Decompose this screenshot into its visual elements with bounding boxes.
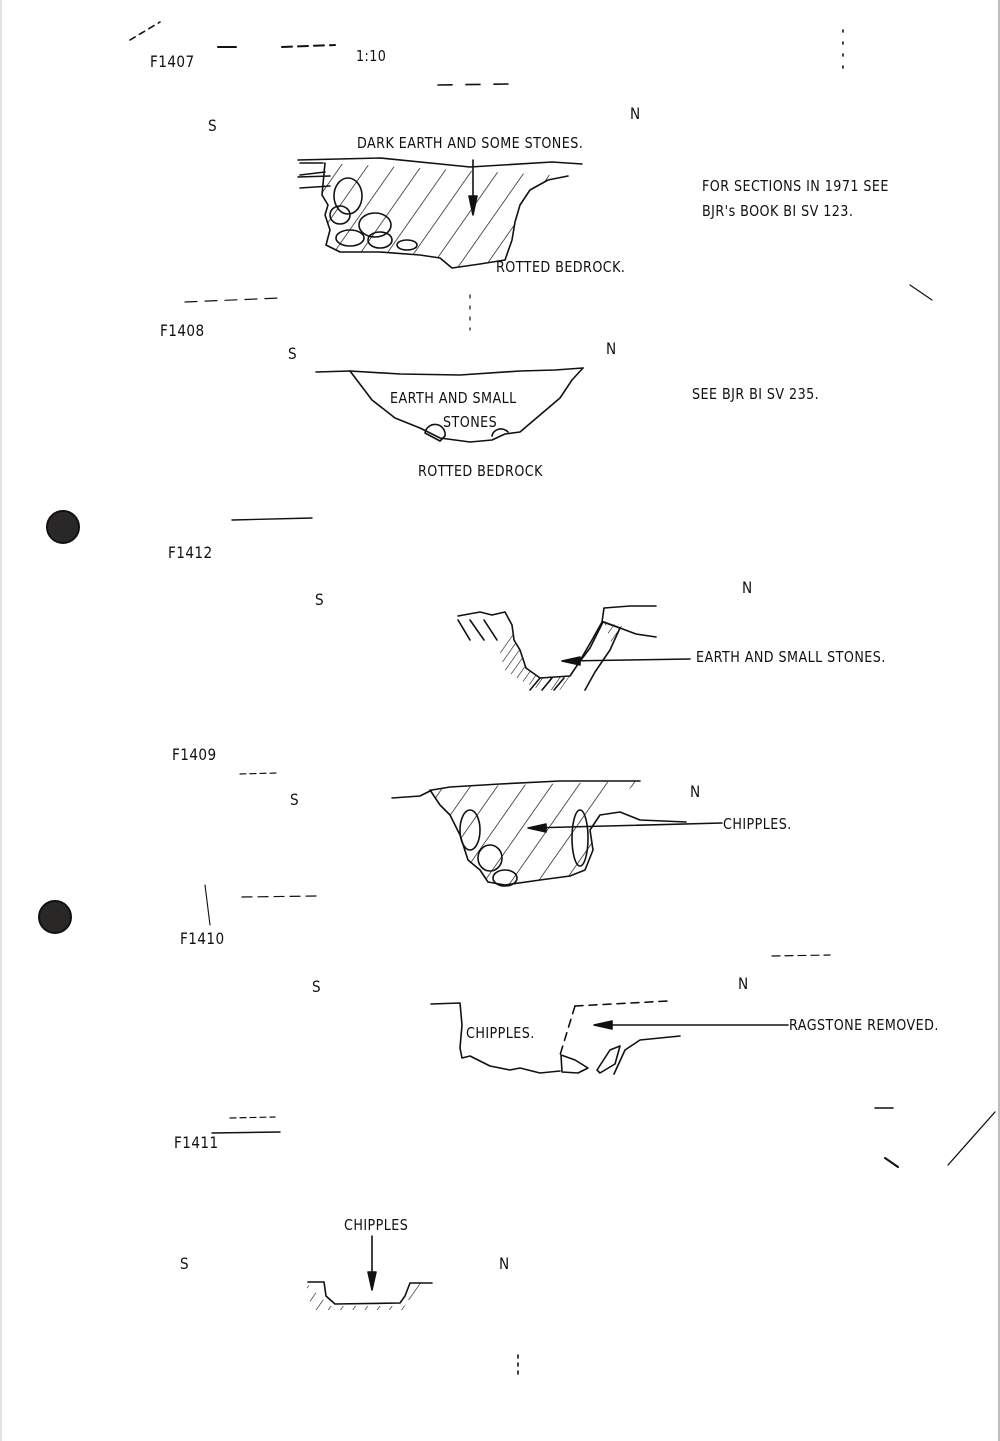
punch-hole-top <box>46 510 80 544</box>
orientation-south: S <box>288 344 298 363</box>
scan-edge-right <box>998 0 1000 1441</box>
base-label: ROTTED BEDROCK. <box>496 258 626 276</box>
section-id-f1411: F1411 <box>174 1133 219 1152</box>
fill-label: CHIPPLES <box>344 1216 409 1234</box>
orientation-north: N <box>742 578 753 597</box>
fill-label: CHIPPLES. <box>723 815 792 833</box>
inner-label: CHIPPLES. <box>466 1024 535 1042</box>
orientation-south: S <box>208 116 218 135</box>
section-id-f1407: F1407 <box>150 52 195 71</box>
section-id-f1412: F1412 <box>168 543 213 562</box>
orientation-north: N <box>630 104 641 123</box>
orientation-north: N <box>606 339 617 358</box>
orientation-north: N <box>499 1254 510 1273</box>
section-id-f1410: F1410 <box>180 929 225 948</box>
fill-label: EARTH AND SMALL STONES. <box>696 648 886 666</box>
scan-edge-left <box>0 0 2 1441</box>
scale-label: 1:10 <box>356 47 387 65</box>
fill-label: DARK EARTH AND SOME STONES. <box>357 134 584 152</box>
orientation-south: S <box>312 977 322 996</box>
section-id-f1409: F1409 <box>172 745 217 764</box>
fill-label-line2: STONES <box>443 413 498 431</box>
orientation-south: S <box>290 790 300 809</box>
orientation-south: S <box>315 590 325 609</box>
orientation-north: N <box>738 974 749 993</box>
orientation-south: S <box>180 1254 190 1273</box>
fill-label-line1: EARTH AND SMALL <box>390 389 517 407</box>
reference-note-line2: BJR's BOOK BI SV 123. <box>702 202 854 220</box>
punch-hole-bottom <box>38 900 72 934</box>
orientation-north: N <box>690 782 701 801</box>
reference-note-line1: FOR SECTIONS IN 1971 SEE <box>702 177 889 195</box>
removed-label: RAGSTONE REMOVED. <box>789 1016 939 1034</box>
base-label: ROTTED BEDROCK <box>418 462 543 480</box>
reference-note: SEE BJR BI SV 235. <box>692 385 820 403</box>
section-id-f1408: F1408 <box>160 321 205 340</box>
